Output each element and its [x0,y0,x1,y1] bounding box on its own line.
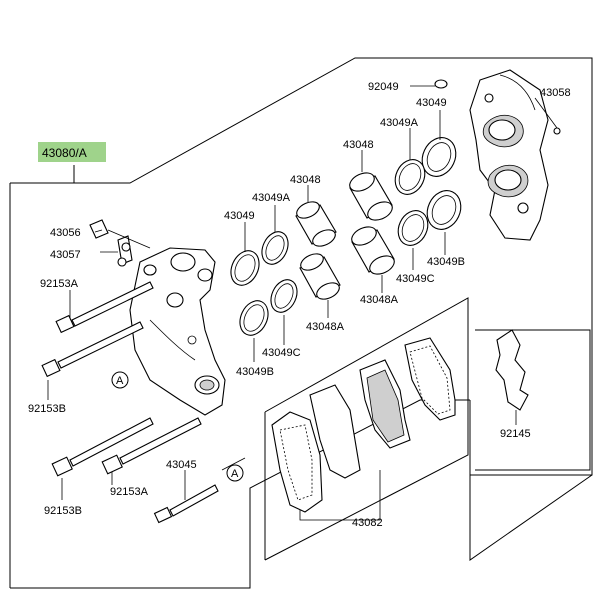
label-43049a-top[interactable]: 43049A [380,117,419,129]
label-43056[interactable]: 43056 [50,227,81,239]
label-92153b-bot[interactable]: 92153B [44,505,82,517]
label-43045[interactable]: 43045 [166,459,197,471]
assembly-label[interactable]: 43080/A [42,146,87,160]
caliper-inner-half [129,247,226,416]
brake-pads [271,337,456,513]
label-43049b-right[interactable]: 43049B [427,256,465,268]
leader-lines [47,85,517,521]
callout-a-2: A [231,468,239,480]
pistons [295,172,395,300]
label-43048-left[interactable]: 43048 [290,174,321,186]
pad-pin [221,457,246,471]
label-92153b-mid[interactable]: 92153B [28,403,66,415]
callout-a-circle-1 [111,371,129,389]
assembly-label-highlight [38,142,106,162]
seals-left [230,231,298,336]
label-92049[interactable]: 92049 [368,81,399,93]
callout-a-circle-2 [226,464,244,482]
label-43049-top[interactable]: 43049 [416,97,447,109]
label-43049b-left[interactable]: 43049B [236,366,274,378]
label-43048a-right[interactable]: 43048A [360,294,399,306]
assembly-frame [9,57,593,589]
label-92153a-bot[interactable]: 92153A [110,486,149,498]
label-43049c-right[interactable]: 43049C [396,273,435,285]
callout-a-1: A [116,375,124,387]
label-43049c-left[interactable]: 43049C [262,347,301,359]
label-43058[interactable]: 43058 [540,87,571,99]
bleeder-cap-92049 [434,79,448,89]
label-92145[interactable]: 92145 [500,428,531,440]
label-43048-top[interactable]: 43048 [343,139,374,151]
part-labels: 92049 43049 43058 43049A 43048 43048 430… [28,81,571,529]
caliper-outer-half [469,69,549,241]
label-92153a-top[interactable]: 92153A [40,278,79,290]
label-43049-left[interactable]: 43049 [224,210,255,222]
bleeder-and-fitting [89,219,151,267]
label-43049a-left[interactable]: 43049A [252,192,291,204]
bolts [41,281,219,524]
label-43048a-left[interactable]: 43048A [306,321,345,333]
label-43082[interactable]: 43082 [352,517,383,529]
pad-spring [495,329,529,411]
label-43057[interactable]: 43057 [50,249,81,261]
o-ring-43058 [553,127,561,135]
seals-upper-right [394,137,462,246]
